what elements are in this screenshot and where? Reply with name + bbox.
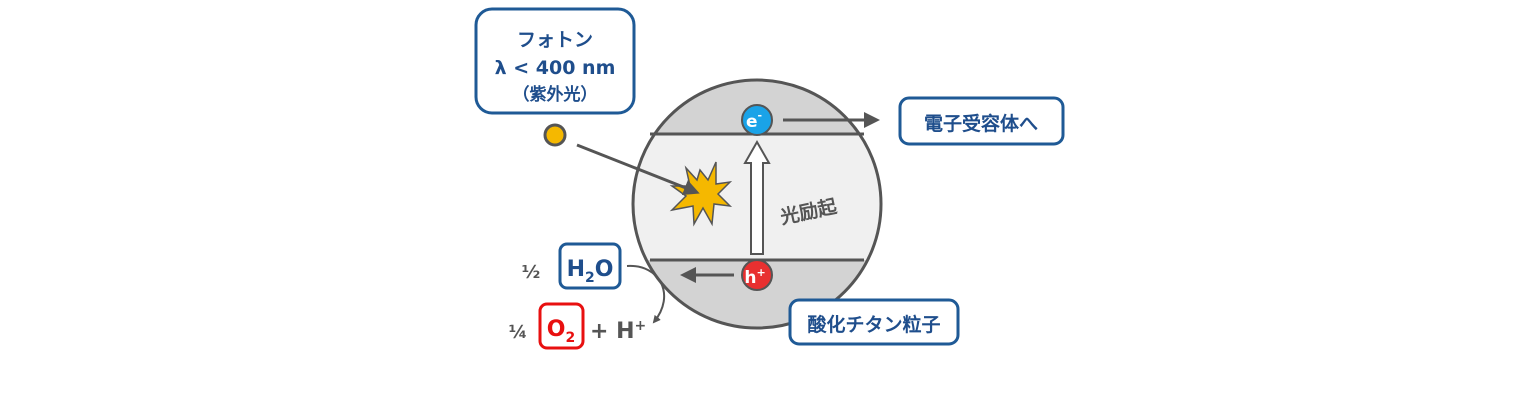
particle-outline xyxy=(631,78,883,330)
oxygen-formula: O2 xyxy=(547,317,575,346)
particle-label-box: 酸化チタン粒子 xyxy=(788,298,960,346)
water-formula: H2O xyxy=(567,257,614,286)
wavelength-label: λ < 400 nm xyxy=(495,57,616,79)
electron-acceptor-label: 電子受容体へ xyxy=(924,112,1038,135)
particle-label: 酸化チタン粒子 xyxy=(807,313,940,336)
photon-icon xyxy=(543,123,567,147)
excitation-arrow xyxy=(743,139,771,255)
hole-icon xyxy=(741,259,773,291)
electron-icon xyxy=(741,104,773,136)
photon-arrow xyxy=(576,143,700,196)
electron-label: e- xyxy=(746,109,762,132)
water-box: H2O xyxy=(558,242,622,290)
oxygen-coefficient: ¼ xyxy=(509,322,528,343)
water-coefficient: ½ xyxy=(522,262,541,283)
proton-formula: + H+ xyxy=(590,318,646,344)
oxygen-box: O2 xyxy=(538,302,585,350)
oxidation-arrow xyxy=(626,264,665,324)
uv-label: （紫外光） xyxy=(513,84,598,105)
electron-acceptor-box: 電子受容体へ xyxy=(898,96,1065,146)
photon-box: フォトン λ < 400 nm （紫外光） xyxy=(474,7,636,115)
hole-label: h+ xyxy=(744,266,765,288)
photon-label: フォトン xyxy=(517,29,593,51)
